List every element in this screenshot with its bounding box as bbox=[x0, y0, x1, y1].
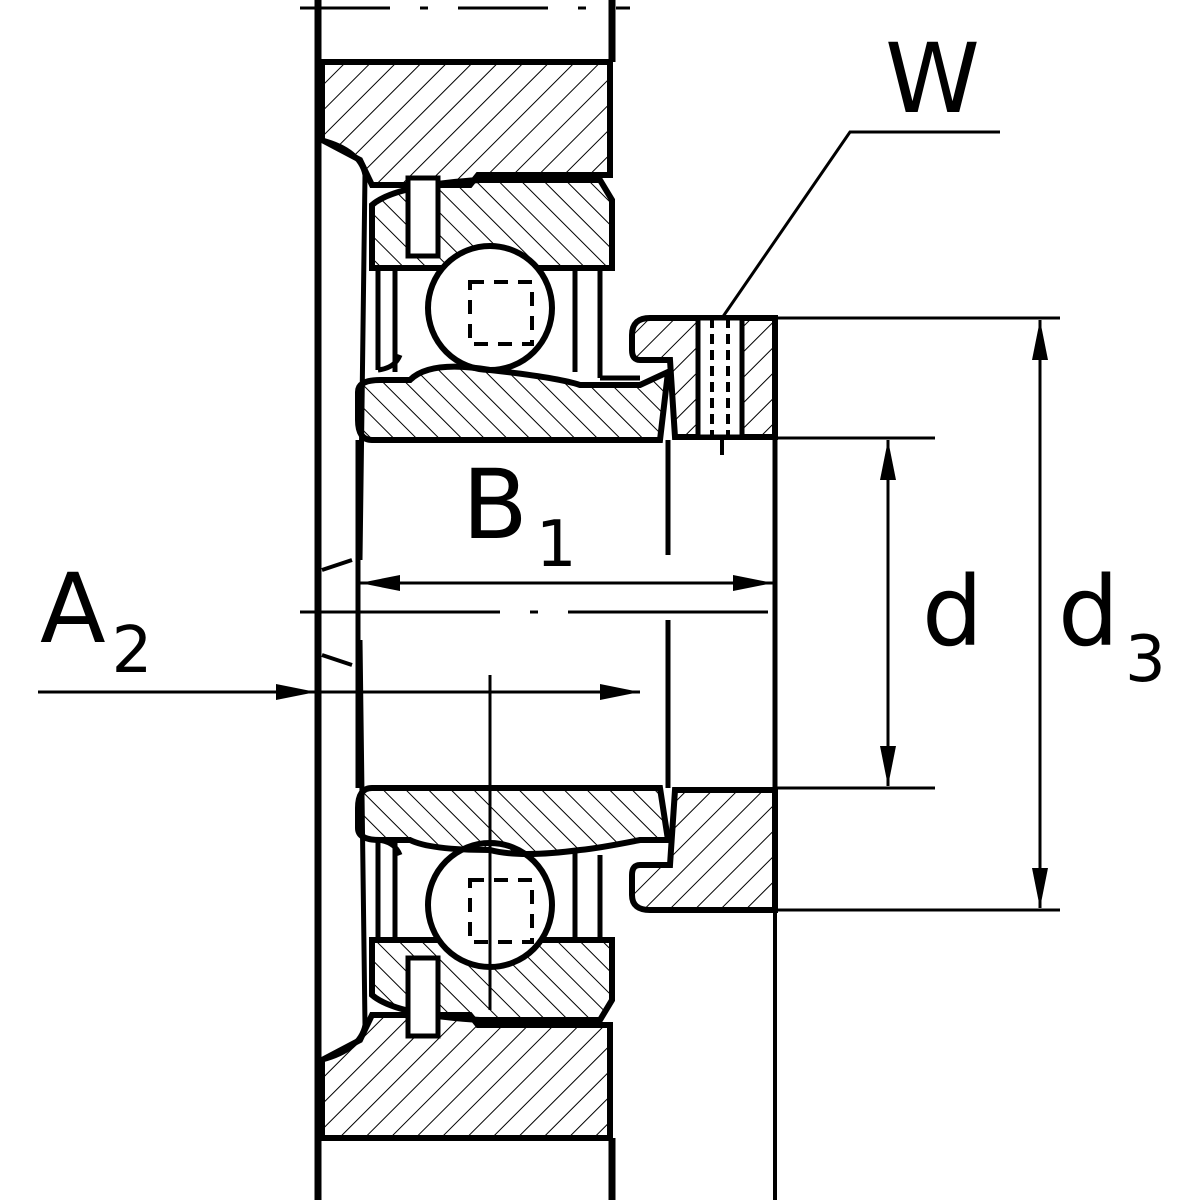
set-screw bbox=[695, 315, 745, 455]
w-leader-line bbox=[720, 130, 1000, 319]
label-w: W bbox=[885, 23, 980, 135]
extension-lines bbox=[775, 316, 1060, 912]
seat-tick-marks bbox=[321, 558, 353, 667]
inner-ring-lower bbox=[355, 785, 672, 857]
housing-upper-section bbox=[319, 59, 613, 188]
ball-cage-upper bbox=[468, 280, 534, 346]
lube-pins bbox=[405, 175, 441, 1039]
housing-walls bbox=[300, 0, 630, 1200]
label-b1-sub: 1 bbox=[536, 508, 577, 582]
housing-lower-section bbox=[319, 1012, 613, 1141]
ball-upper bbox=[425, 243, 555, 373]
seal-upper bbox=[375, 268, 640, 381]
label-a2-sub: 2 bbox=[112, 614, 153, 688]
bore-lines bbox=[300, 437, 790, 1200]
label-d3-sub: 3 bbox=[1125, 623, 1166, 697]
housing-seat-curve bbox=[321, 137, 368, 1063]
label-d3: d3 bbox=[1058, 556, 1166, 697]
label-b1-main: B bbox=[462, 449, 528, 561]
label-d3-main: d bbox=[1058, 556, 1119, 668]
inner-ring-upper bbox=[355, 363, 672, 443]
ball-cage-lower bbox=[468, 878, 534, 944]
label-a2: A2 bbox=[40, 553, 152, 688]
locking-collar-lower bbox=[629, 787, 778, 913]
label-a2-main: A bbox=[40, 553, 106, 665]
label-d: d bbox=[922, 556, 983, 668]
